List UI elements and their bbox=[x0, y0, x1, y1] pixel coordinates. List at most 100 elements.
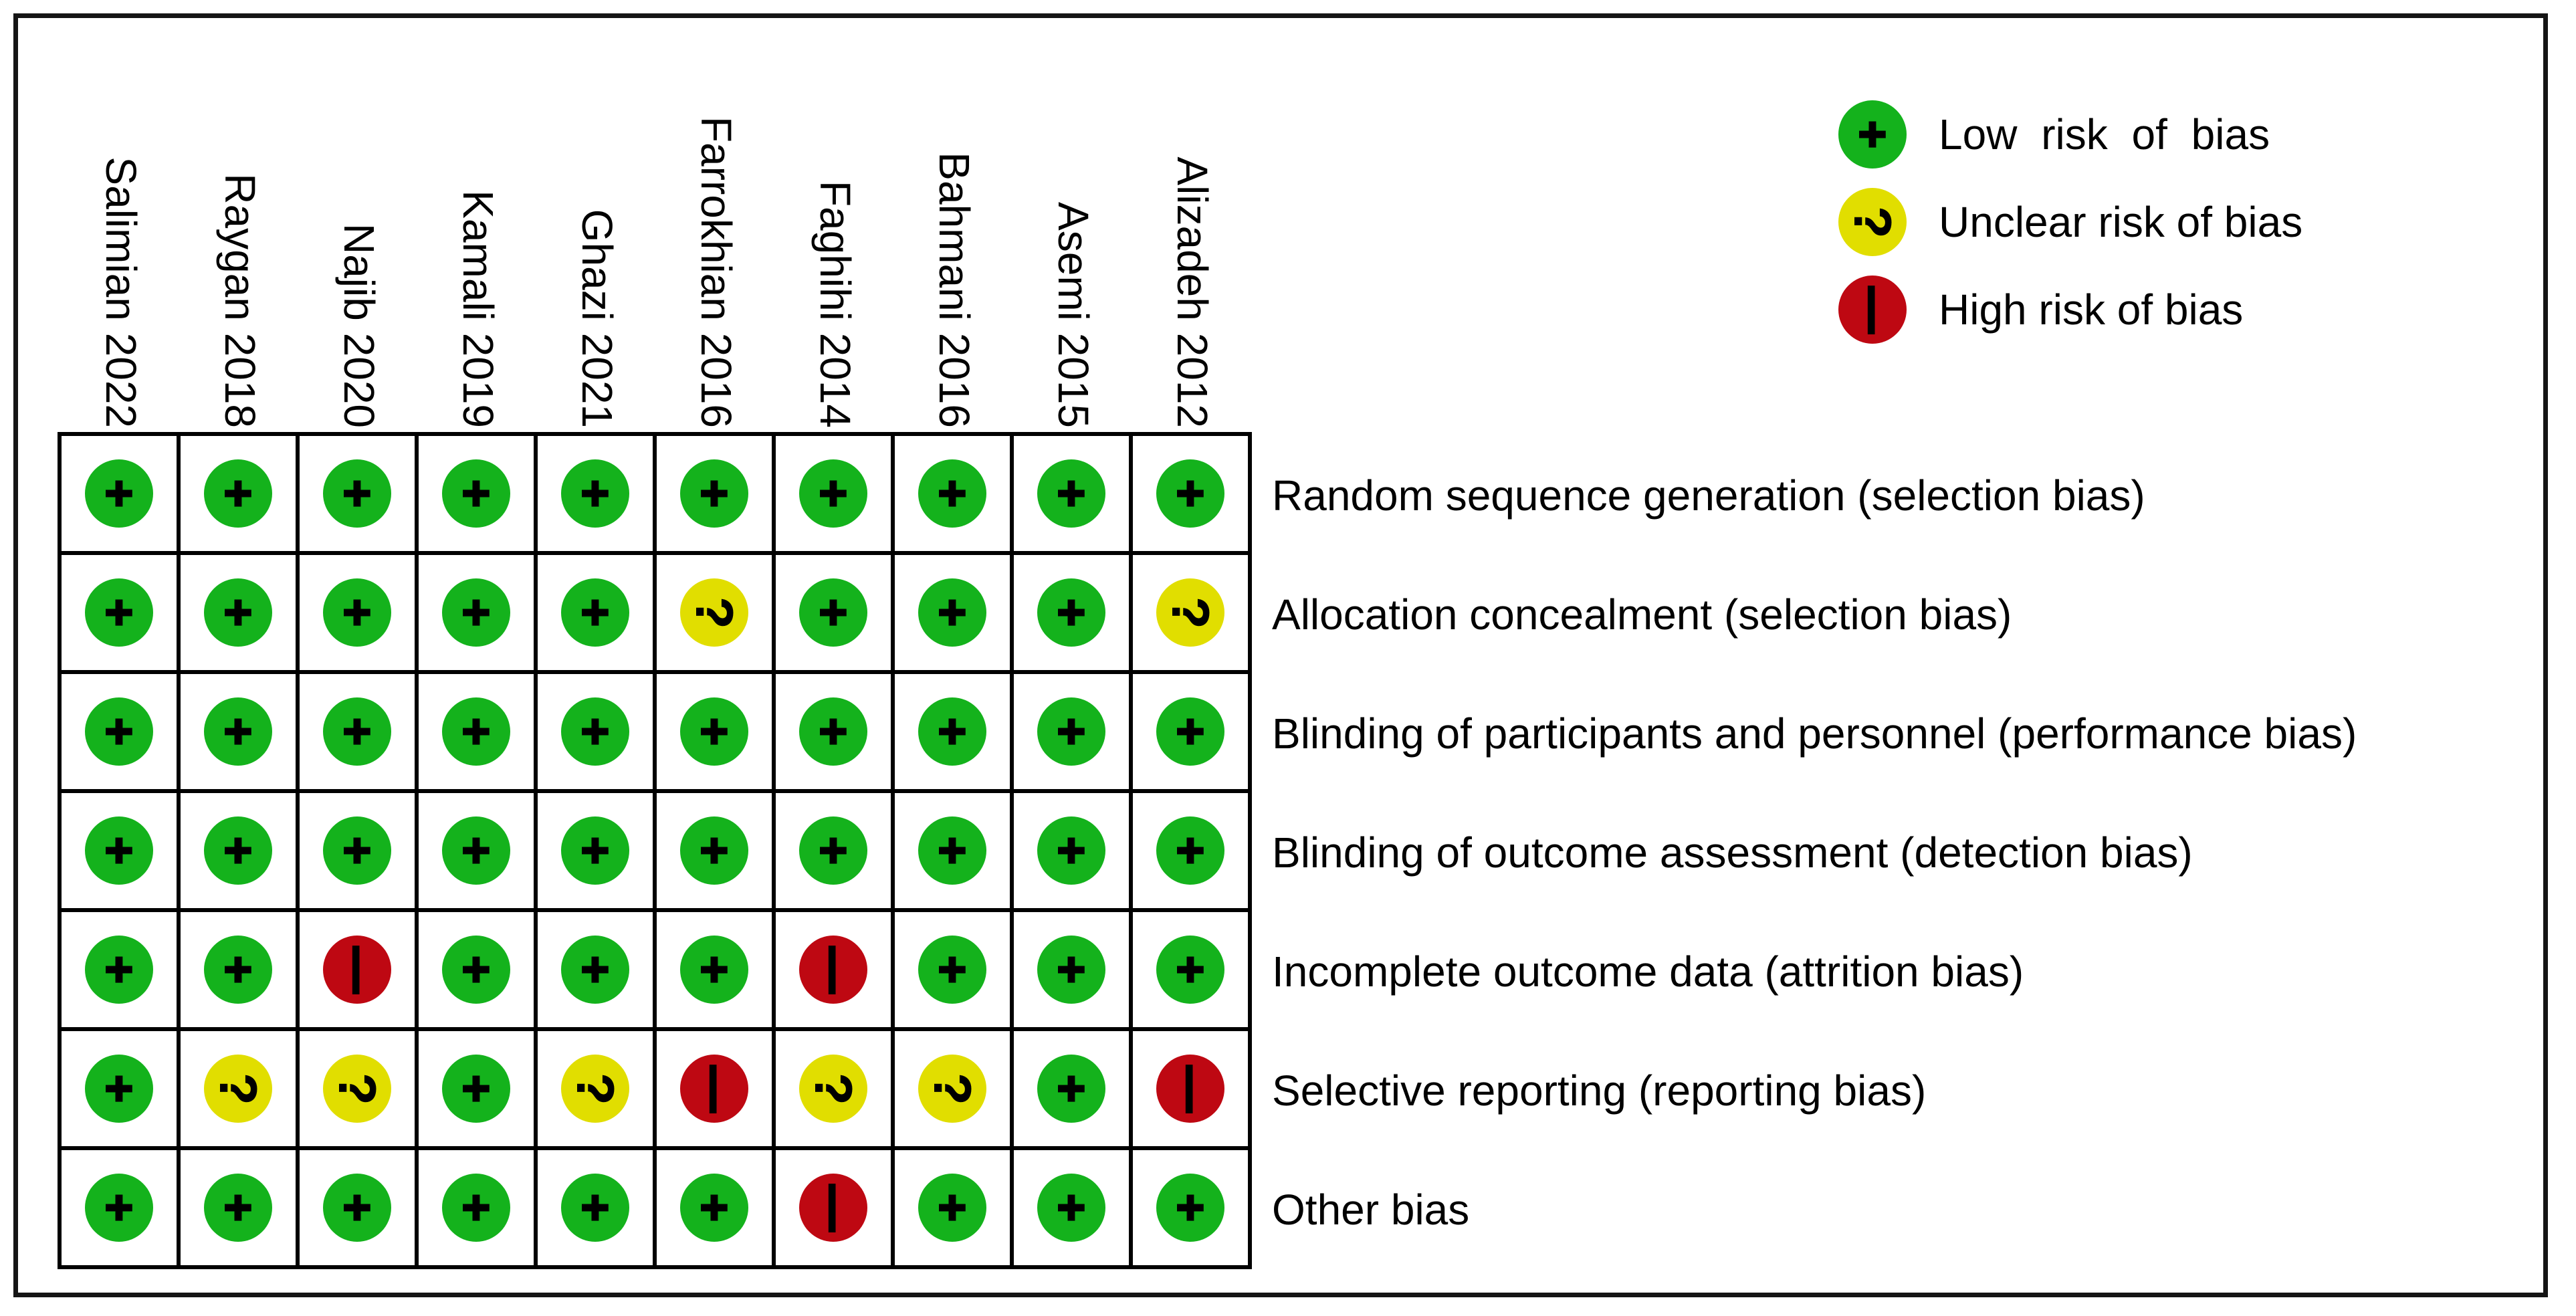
bias-domain-label: Selective reporting (reporting bias) bbox=[1272, 1067, 1927, 1115]
plus-symbol: + bbox=[91, 1073, 146, 1103]
low-risk-icon: + bbox=[1838, 100, 1907, 169]
question-mark-symbol: ? bbox=[566, 1073, 625, 1105]
low-risk-marker: + bbox=[680, 816, 748, 885]
plus-symbol: + bbox=[210, 478, 265, 508]
risk-cell: − bbox=[300, 912, 419, 1031]
plus-symbol: + bbox=[448, 835, 504, 865]
legend-label-unclear: Unclear risk of bias bbox=[1939, 198, 2303, 246]
low-risk-marker: + bbox=[1037, 697, 1105, 766]
low-risk-marker: + bbox=[442, 697, 510, 766]
bias-domain-label: Incomplete outcome data (attrition bias) bbox=[1272, 948, 2024, 996]
low-risk-marker: + bbox=[85, 459, 153, 528]
plus-symbol: + bbox=[924, 835, 980, 865]
risk-cell: + bbox=[1014, 674, 1133, 793]
column-header-study: Najib 2020 bbox=[335, 223, 383, 428]
unclear-risk-marker: ? bbox=[561, 1055, 629, 1123]
risk-cell: + bbox=[419, 674, 538, 793]
minus-symbol: − bbox=[658, 1059, 771, 1118]
risk-cell: + bbox=[181, 793, 300, 912]
column-header-study: Bahmani 2016 bbox=[930, 152, 978, 428]
low-risk-marker: + bbox=[918, 578, 986, 647]
risk-cell: + bbox=[181, 1150, 300, 1265]
low-risk-marker: + bbox=[680, 459, 748, 528]
plus-symbol: + bbox=[91, 1192, 146, 1222]
risk-cell: + bbox=[1133, 912, 1248, 1031]
plus-symbol: + bbox=[567, 597, 623, 627]
risk-cell: + bbox=[895, 674, 1014, 793]
plus-symbol: + bbox=[924, 1192, 980, 1222]
plus-symbol: + bbox=[448, 1192, 504, 1222]
plus-symbol: + bbox=[805, 597, 861, 627]
column-header-study: Alizadeh 2012 bbox=[1168, 156, 1216, 428]
low-risk-marker: + bbox=[918, 459, 986, 528]
plus-symbol: + bbox=[210, 835, 265, 865]
question-mark-symbol: ? bbox=[328, 1073, 387, 1105]
low-risk-marker: + bbox=[1037, 1174, 1105, 1242]
low-risk-marker: + bbox=[918, 936, 986, 1004]
high-risk-icon: − bbox=[1816, 276, 1929, 344]
column-header-study: Faghihi 2014 bbox=[811, 180, 859, 428]
plus-symbol: + bbox=[567, 478, 623, 508]
question-mark-symbol: ? bbox=[923, 1073, 982, 1105]
plus-symbol: + bbox=[686, 478, 742, 508]
low-risk-marker: + bbox=[1156, 936, 1224, 1004]
plus-symbol: + bbox=[1043, 835, 1099, 865]
legend-label-low: Low risk of bias bbox=[1939, 110, 2270, 158]
bias-domain-label: Allocation concealment (selection bias) bbox=[1272, 590, 2012, 639]
risk-cell: + bbox=[1133, 1150, 1248, 1265]
risk-cell: + bbox=[895, 436, 1014, 555]
plus-symbol: + bbox=[448, 597, 504, 627]
plus-symbol: + bbox=[448, 1073, 504, 1103]
risk-cell: ? bbox=[181, 1031, 300, 1150]
minus-symbol: − bbox=[1816, 280, 1929, 339]
risk-cell: ? bbox=[657, 555, 776, 674]
plus-symbol: + bbox=[448, 716, 504, 746]
low-risk-marker: + bbox=[1156, 697, 1224, 766]
plus-symbol: + bbox=[91, 835, 146, 865]
column-header-study: Raygan 2018 bbox=[216, 173, 264, 428]
risk-cell: + bbox=[1133, 436, 1248, 555]
plus-symbol: + bbox=[1043, 597, 1099, 627]
low-risk-marker: + bbox=[204, 459, 272, 528]
low-risk-marker: + bbox=[204, 578, 272, 647]
risk-cell: + bbox=[62, 1150, 181, 1265]
risk-cell: + bbox=[62, 555, 181, 674]
high-risk-marker: − bbox=[777, 1174, 889, 1242]
risk-cell: + bbox=[538, 1150, 657, 1265]
minus-symbol: − bbox=[777, 1178, 890, 1237]
low-risk-marker: + bbox=[85, 578, 153, 647]
low-risk-marker: + bbox=[442, 816, 510, 885]
question-mark-symbol: ? bbox=[1161, 596, 1220, 629]
low-risk-marker: + bbox=[204, 816, 272, 885]
unclear-risk-marker: ? bbox=[204, 1055, 272, 1123]
risk-of-bias-grid: + + + + + + + + + + + + + + +? + + +? + + + + + + + + + + + + + + + + + + + +… bbox=[58, 432, 1252, 1269]
risk-cell: + bbox=[1014, 793, 1133, 912]
plus-symbol: + bbox=[686, 835, 742, 865]
low-risk-marker: + bbox=[680, 1174, 748, 1242]
plus-symbol: + bbox=[1162, 954, 1218, 984]
risk-cell: + bbox=[538, 436, 657, 555]
risk-cell: + bbox=[895, 912, 1014, 1031]
plus-symbol: + bbox=[1043, 716, 1099, 746]
risk-cell: + bbox=[300, 555, 419, 674]
minus-symbol: − bbox=[301, 940, 414, 999]
low-risk-marker: + bbox=[799, 578, 867, 647]
plus-symbol: + bbox=[448, 478, 504, 508]
low-risk-marker: + bbox=[799, 697, 867, 766]
column-header-study: Kamali 2019 bbox=[454, 190, 502, 428]
low-risk-marker: + bbox=[1156, 816, 1224, 885]
low-risk-marker: + bbox=[918, 816, 986, 885]
low-risk-marker: + bbox=[1037, 816, 1105, 885]
unclear-risk-marker: ? bbox=[799, 1055, 867, 1123]
risk-cell: + bbox=[895, 1150, 1014, 1265]
low-risk-marker: + bbox=[323, 697, 391, 766]
risk-cell: − bbox=[1133, 1031, 1248, 1150]
plus-symbol: + bbox=[686, 1192, 742, 1222]
risk-cell: + bbox=[1014, 1031, 1133, 1150]
risk-cell: + bbox=[1133, 674, 1248, 793]
legend-label-high: High risk of bias bbox=[1939, 286, 2244, 334]
plus-symbol: + bbox=[1043, 954, 1099, 984]
risk-cell: + bbox=[300, 1150, 419, 1265]
risk-cell: + bbox=[1014, 436, 1133, 555]
low-risk-marker: + bbox=[442, 1055, 510, 1123]
